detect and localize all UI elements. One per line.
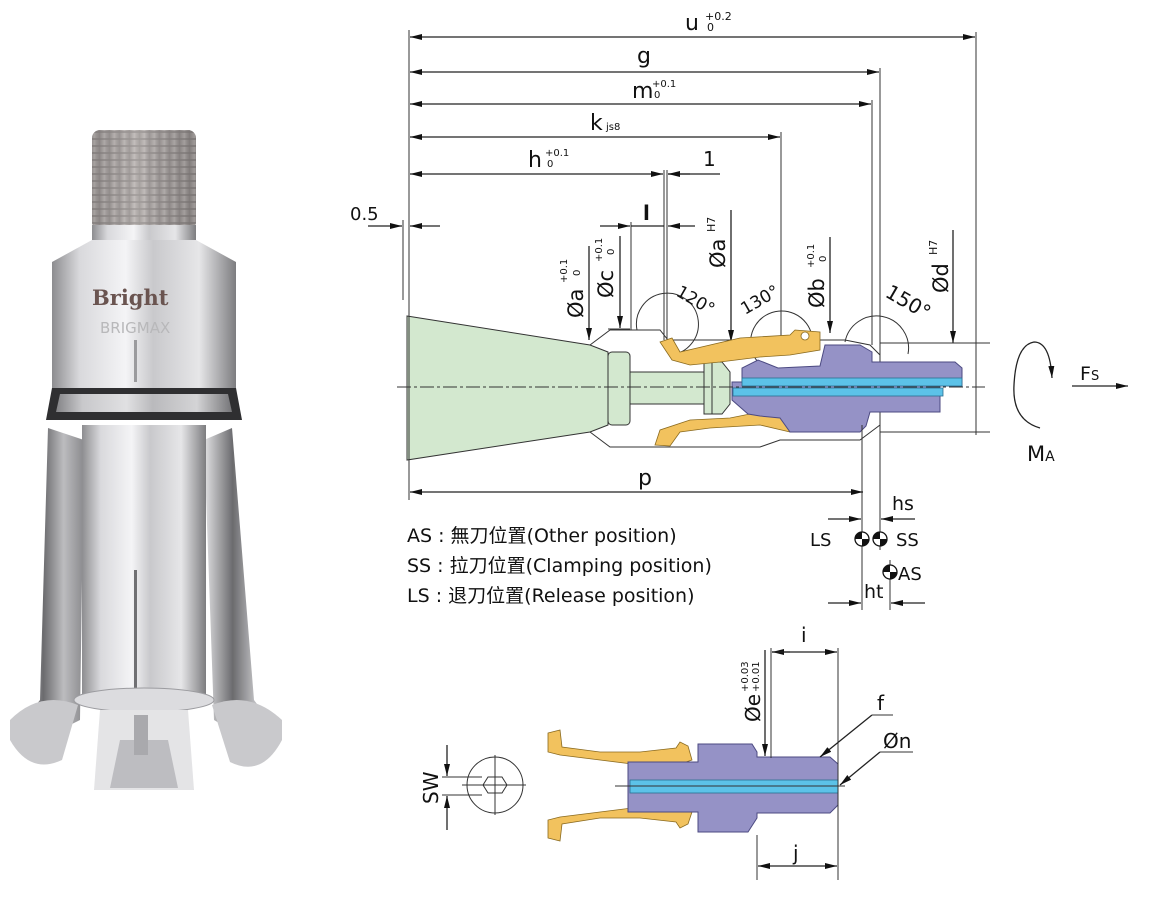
angle-120: 120° xyxy=(673,282,718,320)
label-1: 1 xyxy=(703,147,716,171)
svg-text:+0.03: +0.03 xyxy=(740,661,751,692)
label-p: p xyxy=(638,466,652,491)
label-0-5: 0.5 xyxy=(350,204,379,225)
hex-end-view: SW xyxy=(419,745,526,830)
gripper-upper xyxy=(659,329,821,366)
label-k: k xyxy=(590,111,603,136)
svg-text:+0.1: +0.1 xyxy=(559,259,570,283)
ss-marker-icon xyxy=(872,531,888,547)
label-j: j xyxy=(792,841,799,865)
legend-item-as: AS : 無刀位置(Other position) xyxy=(407,525,677,547)
label-a-tol: Øa xyxy=(564,289,588,318)
label-hs: hs xyxy=(892,493,914,515)
force-indicators: MA FS xyxy=(1013,341,1128,466)
label-h: h xyxy=(528,148,542,173)
dimension-p: p xyxy=(410,466,863,495)
svg-text:+0.1: +0.1 xyxy=(545,148,569,159)
svg-text:0: 0 xyxy=(547,159,553,170)
label-f: f xyxy=(877,691,885,715)
angle-150: 150° xyxy=(882,280,936,325)
label-c-tol: Øc xyxy=(594,270,618,298)
diameter-callouts: Øa +0.1 0 Øc +0.1 0 Øa H7 Øb +0.1 0 Ød H… xyxy=(559,210,956,343)
label-g: g xyxy=(637,44,651,69)
brand-logo: Bright xyxy=(92,285,169,310)
label-l: l xyxy=(643,201,650,225)
label-u: u xyxy=(685,11,699,36)
svg-text:H7: H7 xyxy=(705,217,718,232)
svg-text:0: 0 xyxy=(606,249,617,255)
position-markers: hs LS SS AS ht xyxy=(810,493,925,610)
collet-body xyxy=(82,425,206,695)
svg-text:0: 0 xyxy=(707,21,714,34)
product-photo: Bright BRIGMAX xyxy=(10,130,282,790)
svg-text:0: 0 xyxy=(654,90,660,101)
collet-finger-left xyxy=(16,428,84,745)
label-e-tol: Øe xyxy=(741,694,765,722)
label-n: Øn xyxy=(883,729,911,753)
legend-item-ls: LS : 退刀位置(Release position) xyxy=(407,585,695,607)
gripper-unit-detail: SW i j Øe +0.03 +0.01 f Øn xyxy=(419,623,913,880)
angle-130: 130° xyxy=(738,282,783,320)
as-marker-icon xyxy=(882,564,898,580)
label-d-h7: Ød xyxy=(929,263,953,293)
coolant-channel xyxy=(741,377,963,387)
torque-arrow-icon xyxy=(1013,341,1055,429)
svg-text:0: 0 xyxy=(818,256,829,262)
position-legend: AS : 無刀位置(Other position) SS : 拉刀位置(Clam… xyxy=(407,525,712,607)
svg-text:js8: js8 xyxy=(605,122,620,133)
assembly-cross-section xyxy=(397,290,990,520)
label-ht: ht xyxy=(864,581,884,603)
legend-item-ss: SS : 拉刀位置(Clamping position) xyxy=(407,555,712,577)
label-ss: SS xyxy=(896,530,919,551)
label-m: m xyxy=(632,79,653,104)
label-fs: FS xyxy=(1080,363,1099,385)
svg-text:+0.1: +0.1 xyxy=(652,79,676,90)
label-sw: SW xyxy=(419,771,443,804)
label-ls: LS xyxy=(810,530,831,551)
label-b-tol: Øb xyxy=(805,278,829,308)
collet-finger-right xyxy=(204,428,276,748)
svg-text:+0.1: +0.1 xyxy=(594,238,605,262)
svg-text:+0.1: +0.1 xyxy=(806,244,817,268)
ls-marker-icon xyxy=(854,531,870,547)
label-a-h7: Øa xyxy=(706,239,730,268)
svg-text:BRIGMAX: BRIGMAX xyxy=(100,319,170,337)
svg-text:+0.2: +0.2 xyxy=(705,10,732,23)
svg-text:+0.01: +0.01 xyxy=(751,661,762,692)
label-ma: MA xyxy=(1027,442,1055,466)
svg-text:0: 0 xyxy=(572,270,583,276)
svg-text:H7: H7 xyxy=(927,240,940,255)
tool-holder-taper xyxy=(406,315,609,461)
label-i: i xyxy=(801,623,807,647)
label-as: AS xyxy=(898,564,922,585)
